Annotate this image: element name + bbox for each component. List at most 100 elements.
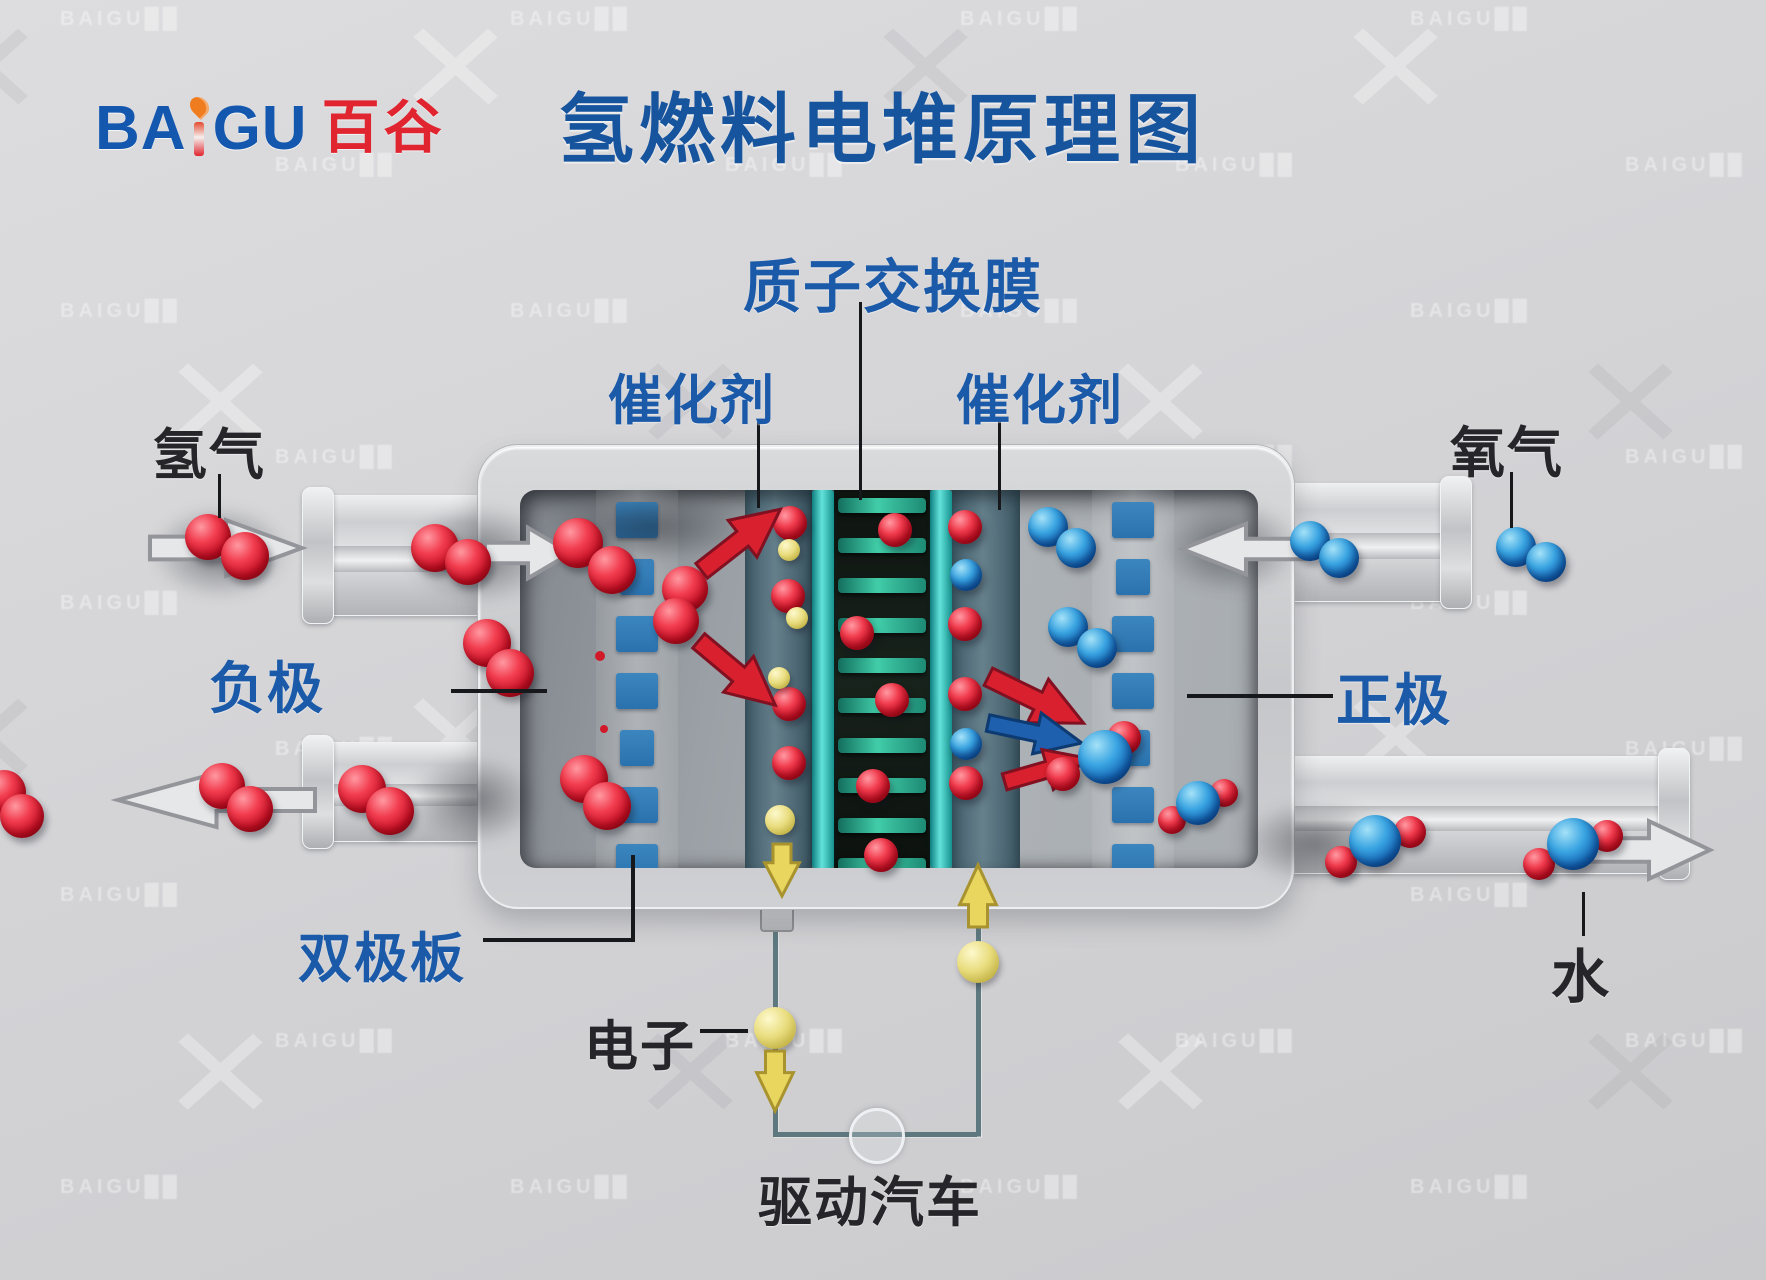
baigu-logo: BA GU 百谷	[95, 80, 446, 164]
watermark-text: BAIGU██	[1175, 154, 1296, 176]
bipolar-dash-left	[616, 844, 658, 868]
h2-molecule	[588, 546, 636, 594]
proton	[948, 607, 982, 641]
proton	[772, 687, 806, 721]
watermark-cross-icon: ×	[1340, 0, 1451, 161]
watermark-text: BAIGU██	[60, 592, 181, 614]
red-dot	[595, 651, 605, 661]
leader-anode	[451, 689, 547, 693]
h2-molecule	[227, 786, 273, 832]
watermark-cross-icon: ×	[635, 974, 746, 1166]
watermark-text: BAIGU██	[1410, 300, 1531, 322]
proton	[878, 513, 912, 547]
membrane-bar	[838, 498, 926, 513]
h2-molecule	[583, 782, 631, 830]
oxygen-atom	[950, 559, 982, 591]
leader-membrane	[859, 302, 862, 500]
watermark-text: BAIGU██	[60, 1176, 181, 1198]
h2-molecule	[366, 787, 414, 835]
watermark-text: BAIGU██	[1410, 8, 1531, 30]
watermark-cross-icon: ×	[0, 0, 41, 151]
logo-flame-i-icon	[185, 93, 213, 164]
leader-cathode	[1187, 694, 1333, 698]
proton-exchange-membrane	[834, 490, 930, 868]
flame-icon	[185, 93, 213, 120]
proton	[949, 766, 983, 800]
motor-load-circle	[849, 1108, 905, 1164]
label-oxygen: 氧气	[1450, 422, 1565, 484]
watermark-cross-icon: ×	[1575, 304, 1686, 496]
leader-hydrogen	[218, 474, 221, 518]
h2-molecule	[0, 794, 44, 838]
electron-down-arrow	[756, 1051, 794, 1111]
membrane-bar	[838, 738, 926, 753]
watermark-text: BAIGU██	[1175, 1030, 1296, 1052]
water-molecule-o	[1078, 730, 1132, 784]
logo-text-ba: BA	[95, 94, 187, 163]
bipolar-dash-left	[620, 730, 654, 766]
electron	[786, 607, 808, 629]
electron	[754, 1007, 796, 1049]
bipolar-dash-right	[1112, 673, 1154, 709]
proton	[840, 616, 874, 650]
bipolar-dash-right	[1116, 559, 1150, 595]
electron	[778, 539, 800, 561]
bipolar-dash-right	[1112, 616, 1154, 652]
watermark-text: BAIGU██	[725, 154, 846, 176]
watermark-cross-icon: ×	[870, 0, 981, 161]
electron	[765, 805, 795, 835]
oxygen-atom	[950, 728, 982, 760]
watermark-text: BAIGU██	[960, 8, 1081, 30]
bipolar-dash-right	[1112, 502, 1154, 538]
membrane-bar	[838, 658, 926, 673]
watermark-text: BAIGU██	[60, 300, 181, 322]
hydrogen-inlet-pipe-cap	[302, 487, 334, 624]
label-hydrogen: 氢气	[152, 424, 267, 486]
proton	[875, 683, 909, 717]
h2-split-arrow-up	[684, 487, 797, 593]
oxygen-path-arrow	[983, 699, 1087, 768]
electron-down-arrow	[764, 844, 800, 896]
watermark-text: BAIGU██	[960, 1176, 1081, 1198]
label-drive-car: 驱动汽车	[758, 1173, 982, 1233]
label-catalyst-left: 催化剂	[608, 371, 776, 431]
electron-up-arrow	[959, 865, 997, 927]
watermark-text: BAIGU██	[1410, 1176, 1531, 1198]
o2-molecule	[1319, 538, 1359, 578]
watermark-cross-icon: ×	[165, 304, 276, 496]
watermark-text: BAIGU██	[1625, 154, 1746, 176]
leader-bipolar-h	[483, 938, 635, 942]
watermark-text: BAIGU██	[1625, 446, 1746, 468]
label-membrane: 质子交换膜	[743, 255, 1044, 320]
membrane-bar	[838, 818, 926, 833]
proton	[864, 838, 898, 872]
proton	[772, 746, 806, 780]
bipolar-dash-right	[1112, 844, 1154, 868]
o2-molecule	[1077, 628, 1117, 668]
membrane-bar	[838, 578, 926, 593]
h2-molecule	[445, 539, 491, 585]
watermark-text: BAIGU██	[275, 446, 396, 468]
watermark-text: BAIGU██	[60, 884, 181, 906]
leader-catalyst-left	[757, 420, 760, 508]
electron-wire-right	[976, 900, 981, 1136]
water-outlet-arrow	[1588, 818, 1710, 882]
watermark-cross-icon: ×	[400, 0, 511, 161]
bipolar-dash-left	[616, 673, 658, 709]
leader-electron	[700, 1029, 748, 1033]
shade	[408, 755, 538, 845]
label-water: 水	[1551, 945, 1612, 1010]
watermark-text: BAIGU██	[510, 300, 631, 322]
h2-split-arrow-down	[681, 619, 794, 726]
water-molecule-o	[1176, 781, 1220, 825]
label-cathode: 正极	[1336, 669, 1452, 732]
logo-i-stem	[193, 122, 204, 156]
proton	[856, 769, 890, 803]
leader-oxygen	[1510, 472, 1513, 528]
leader-catalyst-right	[998, 420, 1001, 510]
logo-text-gu: GU	[212, 94, 308, 163]
watermark-cross-icon: ×	[165, 974, 276, 1166]
watermark-text: BAIGU██	[960, 300, 1081, 322]
membrane-rail-right	[930, 490, 952, 868]
label-catalyst-right: 催化剂	[956, 371, 1124, 431]
